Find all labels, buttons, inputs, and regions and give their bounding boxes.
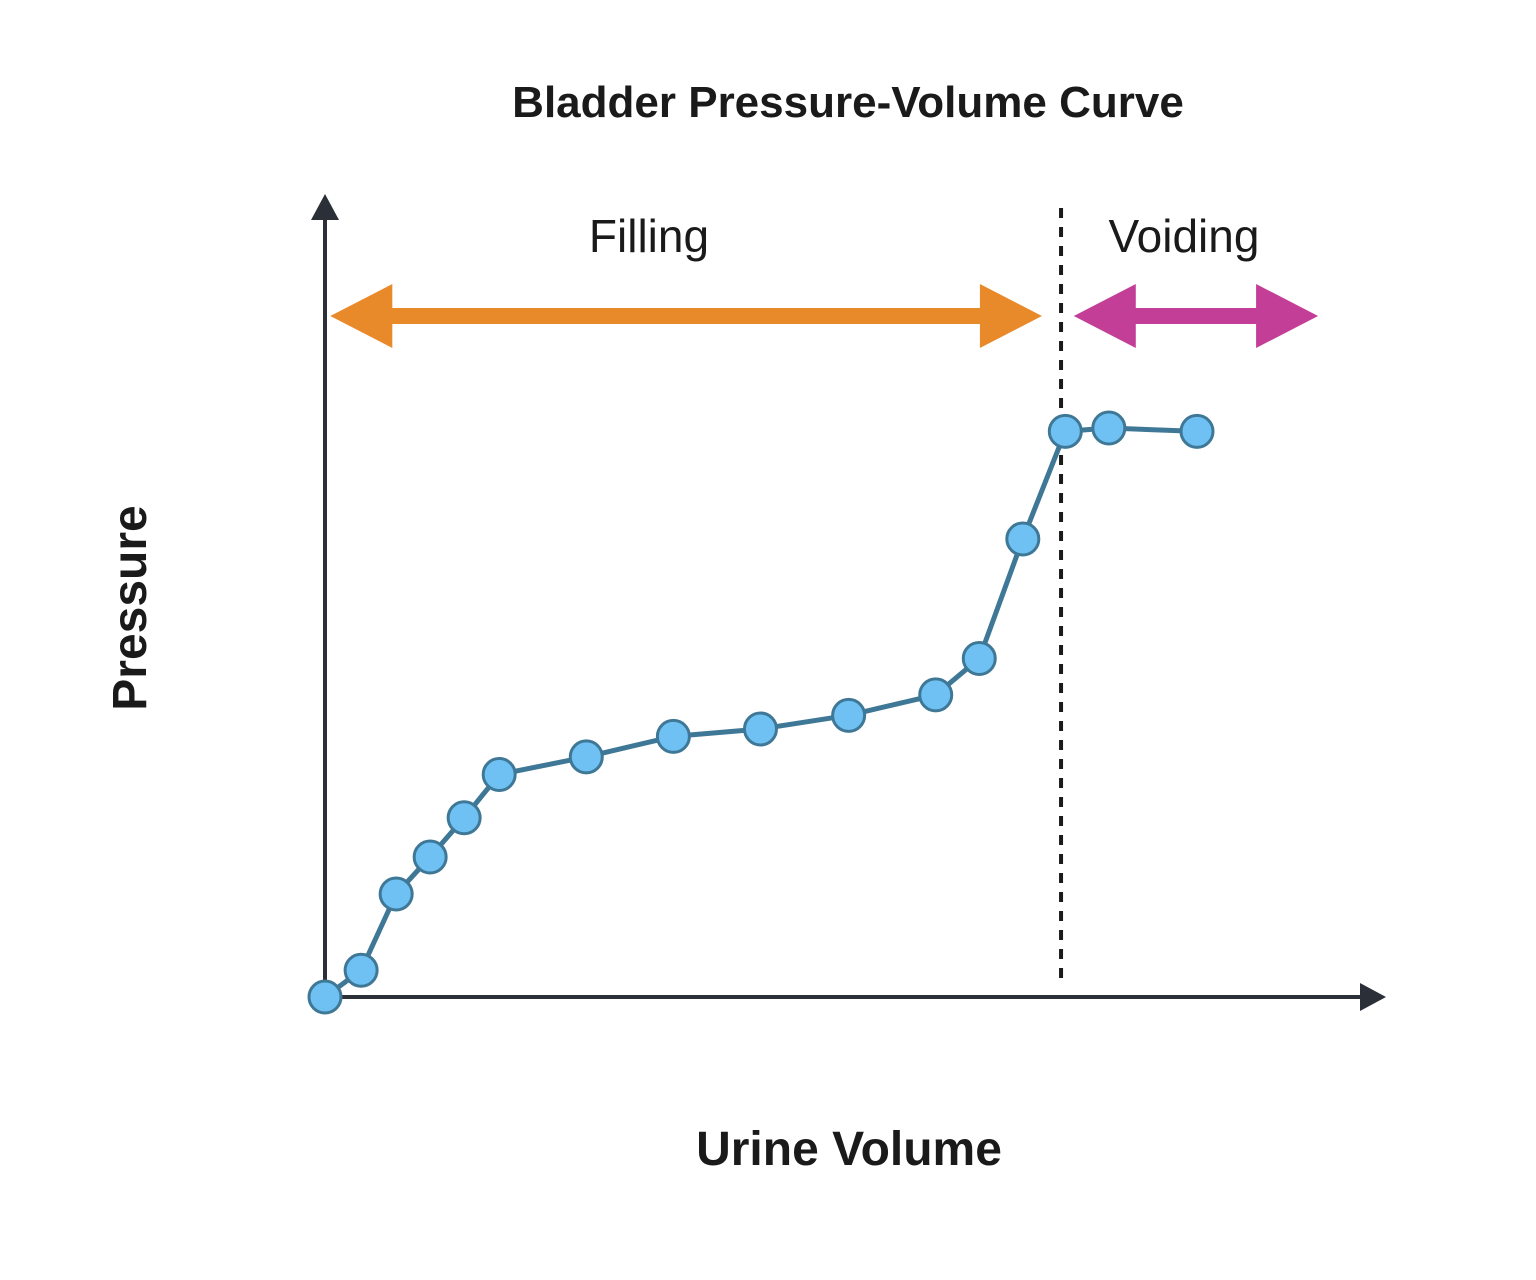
data-point xyxy=(918,677,954,713)
phase-arrows xyxy=(330,284,1319,348)
phase-arrow-filling xyxy=(330,284,1042,348)
x-axis-label: Urine Volume xyxy=(696,1123,1002,1176)
data-point xyxy=(961,640,997,676)
data-point xyxy=(412,839,448,875)
x-axis-arrowhead xyxy=(1360,983,1386,1011)
data-point xyxy=(568,739,604,775)
data-point xyxy=(307,979,343,1015)
data-point xyxy=(1005,521,1041,557)
phase-label-filling: Filling xyxy=(589,210,709,262)
phase-label-voiding: Voiding xyxy=(1109,210,1260,262)
data-point xyxy=(831,697,867,733)
chart-title: Bladder Pressure-Volume Curve xyxy=(512,78,1184,127)
data-point xyxy=(481,757,517,793)
phase-arrow-voiding xyxy=(1073,284,1319,348)
data-point xyxy=(742,711,778,747)
data-point xyxy=(1047,413,1083,449)
data-point xyxy=(378,876,414,912)
data-point xyxy=(343,952,379,988)
series-layer xyxy=(307,410,1215,1015)
data-point xyxy=(1091,410,1127,446)
y-axis-arrowhead xyxy=(311,194,339,220)
data-point xyxy=(1179,413,1215,449)
series-line xyxy=(323,425,1198,1000)
axes xyxy=(311,194,1386,1011)
data-point xyxy=(446,800,482,836)
data-point xyxy=(655,718,691,754)
y-axis-label: Pressure xyxy=(104,505,157,710)
